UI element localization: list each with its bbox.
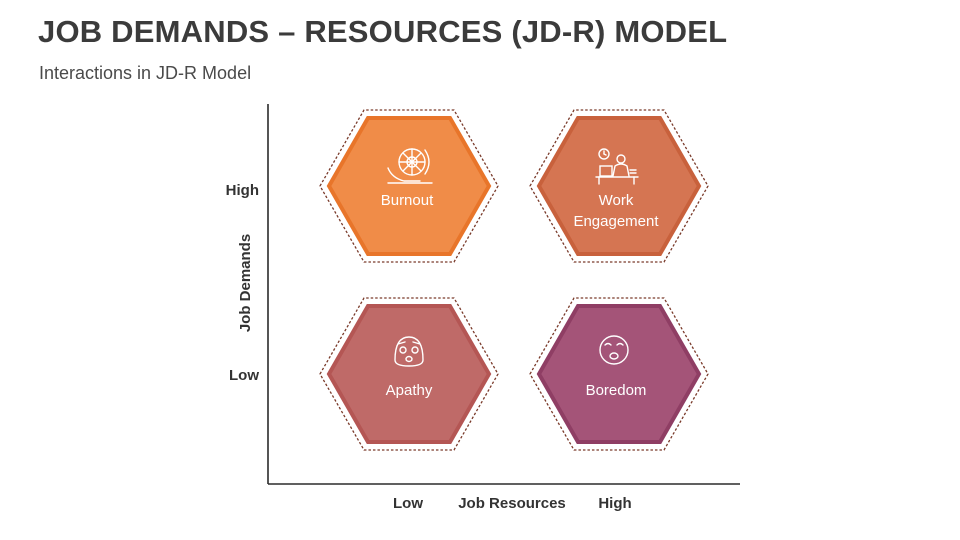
- yawning-face-icon: [599, 335, 629, 365]
- hex-boredom: Boredom: [529, 297, 709, 451]
- hex-apathy-label: Apathy: [386, 382, 433, 399]
- hex-boredom-label: Boredom: [586, 382, 647, 399]
- hex-burnout: Burnout: [319, 109, 499, 263]
- hex-burnout-fill: [326, 116, 492, 256]
- hex-burnout-label: Burnout: [381, 192, 434, 209]
- y-axis-high-label: High: [226, 182, 259, 199]
- hex-work-engagement: Work Engagement: [529, 109, 709, 263]
- hex-apathy: Apathy: [319, 297, 499, 451]
- y-axis-low-label: Low: [229, 367, 259, 384]
- x-axis-title: Job Resources: [458, 495, 566, 512]
- page-title: JOB DEMANDS – RESOURCES (JD-R) MODEL: [38, 14, 728, 49]
- work-desk-icon: [595, 148, 639, 185]
- hex-boredom-fill: [536, 304, 702, 444]
- hex-apathy-fill: [326, 304, 492, 444]
- page-subtitle: Interactions in JD-R Model: [39, 63, 252, 83]
- y-axis-title: Job Demands: [237, 234, 254, 332]
- x-axis-high-label: High: [598, 495, 631, 512]
- hex-work-engagement-fill: [536, 116, 702, 256]
- hex-work-engagement-label-line1: Work: [599, 192, 634, 209]
- scared-face-icon: [394, 336, 424, 367]
- hex-work-engagement-label-line2: Engagement: [573, 213, 659, 230]
- x-axis-low-label: Low: [393, 495, 423, 512]
- burnout-icon: [387, 148, 433, 184]
